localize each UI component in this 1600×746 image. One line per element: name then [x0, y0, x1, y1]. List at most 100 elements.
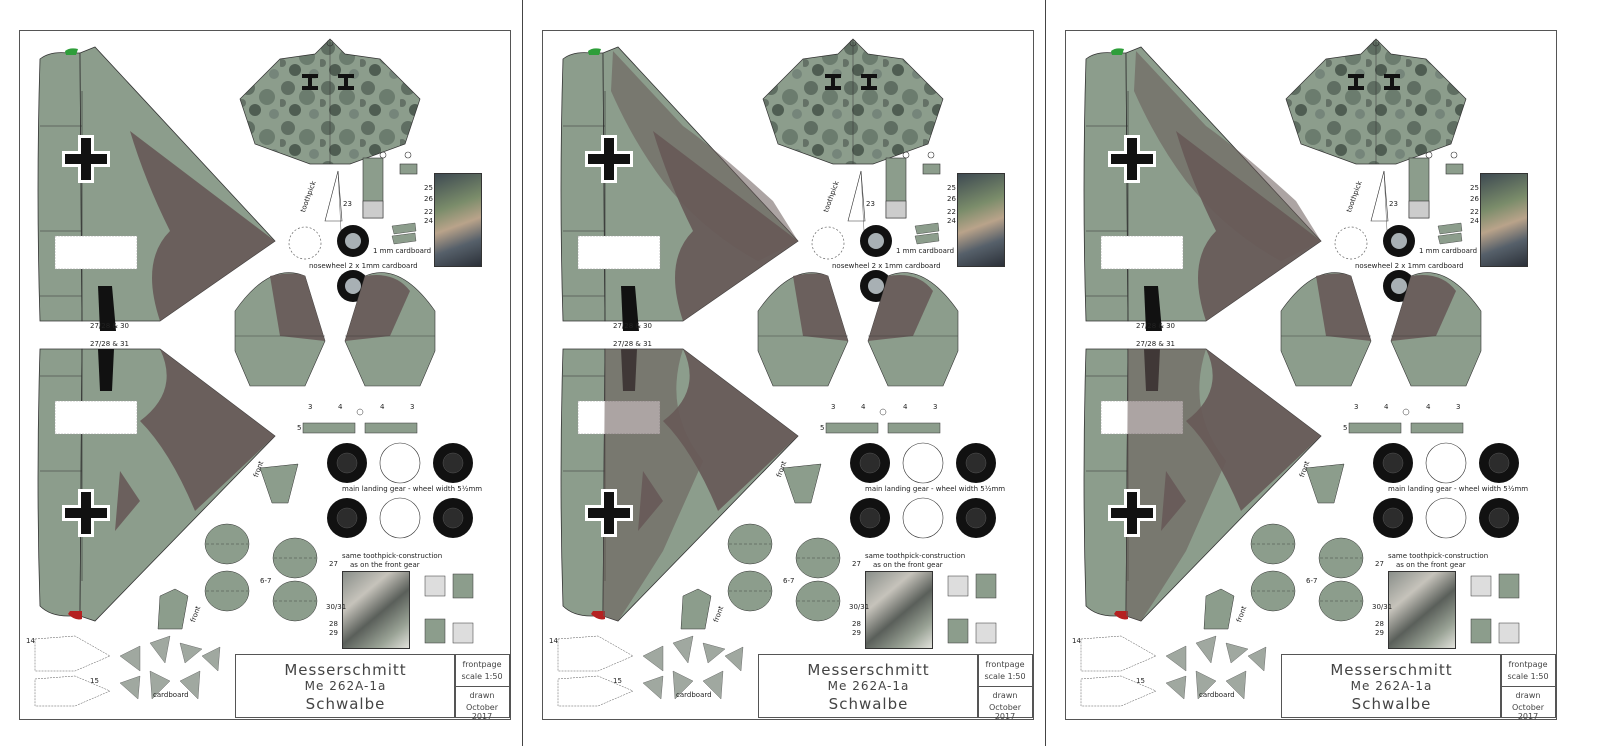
label-15: 15: [90, 677, 99, 685]
lower-wing: [37, 348, 276, 622]
title-line-2: Me 262A-1a: [1350, 679, 1433, 693]
cardboard-sketches: [1080, 635, 1157, 707]
upper-wing: [37, 46, 276, 331]
one-mm-cardboard-label: 1 mm cardboard: [896, 247, 955, 255]
camo-band: [611, 51, 798, 261]
drawn-label: drawn: [1515, 691, 1541, 700]
nose-gear-photo: [1480, 173, 1528, 267]
label-26: 26: [1470, 195, 1479, 203]
title-line-1: Messerschmitt: [1330, 661, 1453, 679]
same-construction-line1: same toothpick-construction: [1388, 552, 1489, 560]
same-construction-line2: as on the front gear: [350, 561, 420, 569]
cardboard-label: cardboard: [1199, 691, 1235, 699]
camo-band: [1134, 51, 1321, 261]
drawn-label: drawn: [469, 691, 495, 700]
label-3031: 30/31: [849, 603, 870, 611]
main-wheels: [850, 442, 996, 539]
cardboard-triangles: [642, 635, 744, 700]
label-3031: 30/31: [1372, 603, 1393, 611]
label-25: 25: [424, 184, 433, 192]
same-construction-line1: same toothpick-construction: [865, 552, 966, 560]
cardboard-triangles: [119, 635, 221, 700]
page-sheet-3: toothpick 23 nosewheel 2 x 1mm cardboard…: [1065, 30, 1557, 720]
label-3a: 3: [831, 403, 836, 411]
wing-upper-label: 27/28 & 30: [1136, 322, 1175, 330]
date-label: October 2017: [988, 703, 1021, 720]
label-22: 22: [1470, 208, 1479, 216]
title-info-block: frontpage scale 1:50 drawn October 2017: [454, 654, 510, 720]
small-tubes: [947, 573, 997, 644]
label-3a: 3: [308, 403, 313, 411]
label-28: 28: [329, 620, 338, 628]
label-4b: 4: [380, 403, 385, 411]
main-wheels: [327, 442, 473, 539]
wing-upper-label: 27/28 & 30: [90, 322, 129, 330]
label-14: 14: [1072, 637, 1081, 645]
label-67: 6-7: [1306, 577, 1318, 585]
main-gear-label: main landing gear - wheel width 5½mm: [1388, 485, 1529, 493]
label-3b: 3: [410, 403, 415, 411]
one-mm-cardboard-label: 1 mm cardboard: [1419, 247, 1478, 255]
tail-plane: [1285, 38, 1467, 165]
wing-lower-label: 27/28 & 31: [90, 340, 129, 348]
label-14: 14: [549, 637, 558, 645]
small-tubes: [424, 573, 474, 644]
label-3b: 3: [1456, 403, 1461, 411]
nacelle-parts: [757, 272, 959, 387]
label-24: 24: [1470, 217, 1479, 225]
balkenkreuz-lower: [1108, 489, 1156, 537]
label-25: 25: [1470, 184, 1479, 192]
label-5a: 5: [1343, 424, 1348, 432]
frontpage-label: frontpage: [462, 660, 502, 669]
label-27: 27: [1375, 560, 1384, 568]
wing-lower-label: 27/28 & 31: [1136, 340, 1175, 348]
nosewheel-label: nosewheel 2 x 1mm cardboard: [309, 262, 418, 270]
label-22: 22: [424, 208, 433, 216]
label-4a: 4: [861, 403, 866, 411]
title-info-block: frontpage scale 1:50 drawn October 2017: [977, 654, 1033, 720]
nosewheel-label: nosewheel 2 x 1mm cardboard: [832, 262, 941, 270]
sheet-artwork: [34, 38, 474, 707]
title-line-3: Schwalbe: [305, 695, 386, 713]
balkenkreuz-upper: [62, 135, 110, 183]
label-28: 28: [852, 620, 861, 628]
wing-upper-label: 27/28 & 30: [613, 322, 652, 330]
cardboard-sketches: [34, 635, 111, 707]
intake-discs: [1250, 523, 1364, 622]
balkenkreuz-lower: [585, 489, 633, 537]
intake-discs: [204, 523, 318, 622]
balkenkreuz-upper: [585, 135, 633, 183]
label-67: 6-7: [783, 577, 795, 585]
front-leg-piece: [1305, 463, 1345, 504]
sheet-artwork: [557, 38, 997, 707]
tail-plane: [239, 38, 421, 165]
label-4a: 4: [1384, 403, 1389, 411]
nacelle-parts: [234, 272, 436, 387]
fin-piece: [1203, 588, 1235, 630]
page-sheet-2: toothpick 23 nosewheel 2 x 1mm cardboard…: [542, 30, 1034, 720]
main-gear-photo: [865, 571, 933, 649]
main-gear-label: main landing gear - wheel width 5½mm: [865, 485, 1006, 493]
drawn-label: drawn: [992, 691, 1018, 700]
label-15: 15: [1136, 677, 1145, 685]
title-line-2: Me 262A-1a: [304, 679, 387, 693]
label-29: 29: [329, 629, 338, 637]
gear-parts: [288, 151, 418, 302]
gear-strips: [302, 408, 418, 434]
nose-gear-photo: [434, 173, 482, 267]
label-67: 6-7: [260, 577, 272, 585]
label-26: 26: [947, 195, 956, 203]
date-label: October 2017: [465, 703, 498, 720]
label-5a: 5: [297, 424, 302, 432]
label-29: 29: [1375, 629, 1384, 637]
label-5a: 5: [820, 424, 825, 432]
title-info-block: frontpage scale 1:50 drawn October 2017: [1500, 654, 1556, 719]
cardboard-triangles: [1165, 635, 1267, 700]
same-construction-line1: same toothpick-construction: [342, 552, 443, 560]
scale-label: scale 1:50: [461, 672, 503, 681]
label-23: 23: [1389, 200, 1398, 208]
nosewheel-label: nosewheel 2 x 1mm cardboard: [1355, 262, 1464, 270]
label-28: 28: [1375, 620, 1384, 628]
label-22: 22: [947, 208, 956, 216]
intake-discs: [727, 523, 841, 622]
